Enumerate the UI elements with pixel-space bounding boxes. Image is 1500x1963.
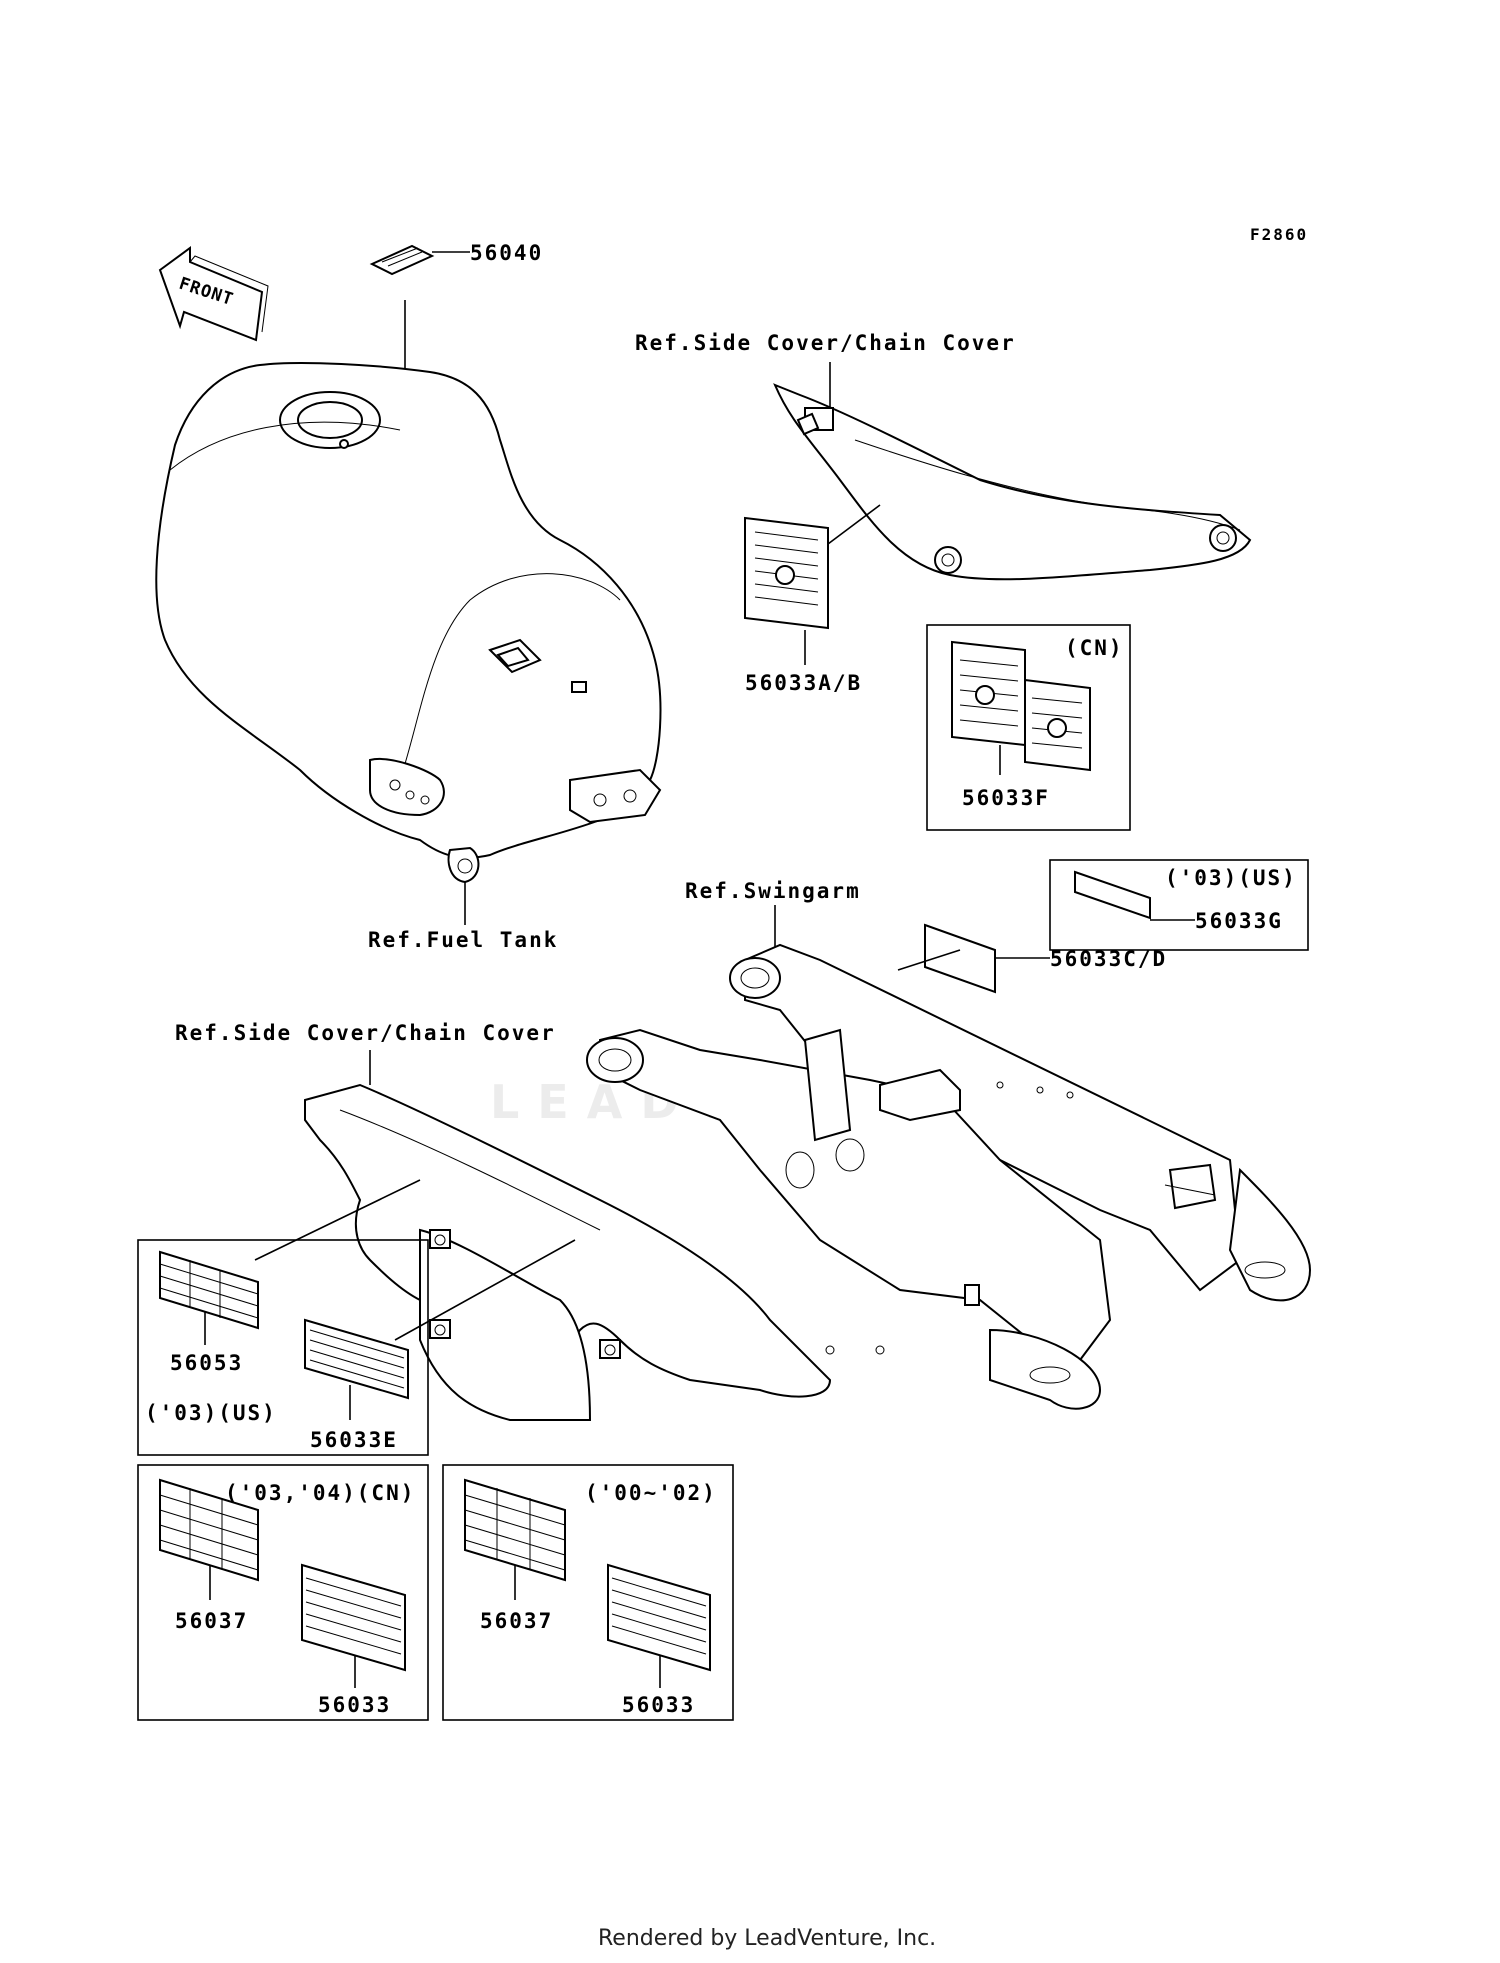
label-us03-tag-top: ('03)(US) <box>1165 866 1297 890</box>
label-us03-tag-box: ('03)(US) <box>145 1401 277 1425</box>
label-56033-left: 56033 <box>318 1693 391 1717</box>
part-56037-right-decal <box>464 1478 566 1582</box>
diagram-code: F2860 <box>1250 225 1308 244</box>
label-56033g: 56033G <box>1195 909 1283 933</box>
swingarm-drawing <box>586 943 1312 1410</box>
fuel-tank-drawing <box>155 361 662 884</box>
side-cover-top-drawing <box>773 383 1252 581</box>
part-56033-left-decal <box>301 1563 406 1672</box>
label-ref-swingarm: Ref.Swingarm <box>685 879 861 903</box>
part-56033cd-label <box>924 923 996 994</box>
label-56033f: 56033F <box>962 786 1050 810</box>
label-ref-side-cover-top: Ref.Side Cover/Chain Cover <box>635 331 1016 355</box>
box-0002 <box>442 1464 734 1721</box>
part-56040-label-decal <box>369 244 435 276</box>
label-56040: 56040 <box>470 241 543 265</box>
box-56033f <box>926 624 1131 831</box>
part-56053-decal <box>159 1250 259 1330</box>
leader-56033ab <box>819 504 881 551</box>
label-56037-left: 56037 <box>175 1609 248 1633</box>
leader-56033cd-to-swingarm <box>897 949 961 971</box>
part-56033g-strip <box>1074 870 1151 920</box>
leader-56053-to-cover <box>254 1179 421 1261</box>
leader-56033e-to-cover <box>394 1239 576 1341</box>
footer-rendered-by: Rendered by LeadVenture, Inc. <box>598 1926 936 1951</box>
label-cn0304-tag: ('03,'04)(CN) <box>225 1481 415 1505</box>
box-56033g <box>1049 859 1309 951</box>
part-56033ab-decal <box>744 516 829 630</box>
label-0002-tag: ('00~'02) <box>585 1481 717 1505</box>
label-56033-right: 56033 <box>622 1693 695 1717</box>
label-56033cd: 56033C/D <box>1050 947 1167 971</box>
part-56037-left-decal <box>159 1478 259 1582</box>
label-56033ab: 56033A/B <box>745 671 862 695</box>
part-56033e-decal <box>304 1318 409 1400</box>
front-arrow-icon: FRONT <box>158 246 269 342</box>
label-ref-fuel-tank: Ref.Fuel Tank <box>368 928 558 952</box>
box-56053-56033e <box>137 1239 429 1456</box>
part-56033f-decal <box>951 640 1091 772</box>
label-56053: 56053 <box>170 1351 243 1375</box>
label-cn-tag: (CN) <box>1065 636 1124 660</box>
label-56037-right: 56037 <box>480 1609 553 1633</box>
box-cn-0304 <box>137 1464 429 1721</box>
label-56033e: 56033E <box>310 1428 398 1452</box>
chain-cover-drawing <box>304 1083 832 1421</box>
part-56033-right-decal <box>607 1563 711 1672</box>
label-ref-side-cover-bottom: Ref.Side Cover/Chain Cover <box>175 1021 556 1045</box>
